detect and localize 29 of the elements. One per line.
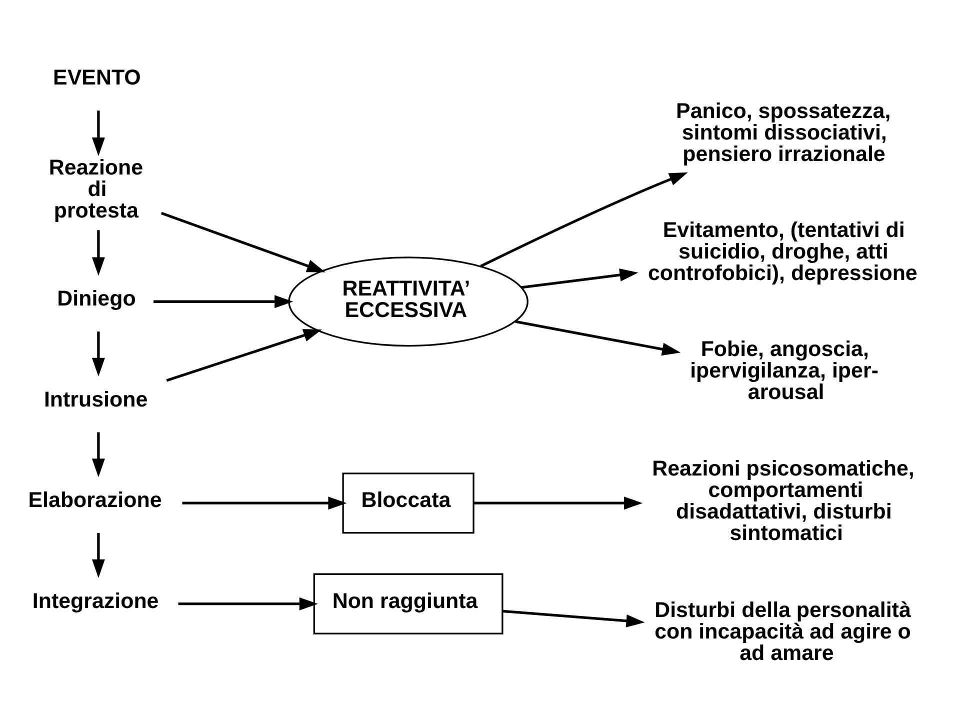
node-ellipse: REATTIVITA’ ECCESSIVA bbox=[288, 256, 528, 346]
node-text: Evitamento, (tentativi di suicidio, droghe, atti controfobici), depressione bbox=[648, 218, 918, 284]
arrow bbox=[182, 496, 347, 510]
arrow bbox=[178, 596, 318, 610]
arrow bbox=[154, 294, 294, 308]
arrow bbox=[521, 268, 638, 288]
arrow bbox=[92, 532, 105, 578]
node-text: Integrazione bbox=[32, 588, 159, 612]
arrow bbox=[92, 432, 105, 477]
arrow bbox=[166, 328, 322, 382]
node-text: Panico, spossatezza, sintomi dissociativi, pensiero irrazionale bbox=[676, 98, 891, 166]
arrow bbox=[92, 230, 105, 276]
node-box: Bloccata bbox=[342, 472, 474, 534]
node-text: Diniego bbox=[57, 286, 136, 310]
node-text: Disturbi della personalità con incapacità ad agire o ad amare bbox=[654, 597, 911, 664]
node-text: Intrusione bbox=[44, 386, 148, 411]
arrow bbox=[480, 172, 688, 267]
arrow bbox=[92, 110, 105, 156]
arrow bbox=[160, 211, 326, 272]
arrow bbox=[92, 331, 105, 376]
node-text: Elaborazione bbox=[28, 488, 162, 512]
node-text: Reazione di protesta bbox=[48, 154, 144, 222]
node-text: Reazioni psicosomatiche, comportamenti disadattativi, disturbi sintomatici bbox=[652, 456, 914, 545]
arrow bbox=[502, 609, 645, 627]
arrow bbox=[474, 496, 643, 510]
node-text: EVENTO bbox=[53, 64, 141, 89]
arrow bbox=[515, 320, 681, 356]
node-text: Fobie, angoscia, ipervigilanza, iper- arousal bbox=[690, 336, 878, 404]
node-box: Non raggiunta bbox=[313, 572, 504, 634]
